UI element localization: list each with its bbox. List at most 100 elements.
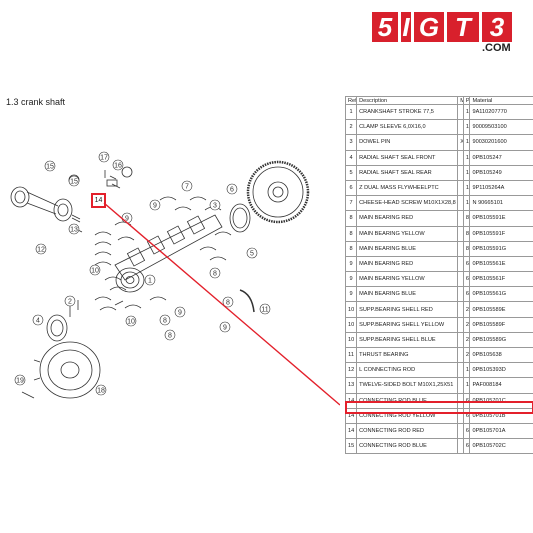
- callout-13: 13: [70, 227, 78, 234]
- logo-letter-t: T: [447, 12, 479, 42]
- cell-ref: 10: [344, 331, 358, 349]
- pulley-illustration: [33, 341, 101, 399]
- callout-10b: 10: [127, 319, 135, 326]
- cell-material: 0PB105638: [469, 346, 533, 364]
- crankshaft-illustration: [114, 214, 223, 293]
- cell-pc: 1: [462, 149, 471, 166]
- cell-ref: 8: [344, 240, 358, 257]
- cell-material: 0PB105247: [469, 149, 533, 166]
- callout-12: 12: [37, 247, 45, 254]
- cell-description: DOWEL PIN: [356, 134, 459, 151]
- cell-pc: 1: [462, 179, 471, 197]
- cell-pc: 2: [462, 331, 471, 349]
- callout-15: 15: [70, 179, 78, 186]
- cell-material: 0PB105589F: [469, 316, 533, 333]
- highlighted-callout[interactable]: 14: [91, 193, 106, 208]
- cell-description: MAIN BEARING BLUE: [356, 286, 459, 303]
- logo-letter-g: G: [414, 12, 444, 42]
- cell-material: 0PB105561E: [469, 255, 533, 273]
- logo-letter-s: 5: [372, 12, 398, 42]
- cell-description: CONNECTING ROD BLUE: [356, 438, 459, 455]
- brand-logo[interactable]: 5 I G T 3 .COM: [372, 12, 517, 54]
- cell-material: 0PB105701C: [469, 392, 533, 409]
- logo-letter-3: 3: [482, 12, 512, 42]
- cell-material: 0PB105701B: [469, 407, 533, 424]
- cell-material: PAF008184: [469, 377, 533, 394]
- cell-ref: 8: [344, 225, 358, 242]
- logo-domain: .COM: [482, 42, 511, 54]
- cell-ref: 12: [344, 362, 358, 379]
- callout-5: 5: [250, 251, 254, 258]
- cell-description: L CONNECTING ROD: [356, 362, 459, 379]
- cell-description: CRANKSHAFT STROKE 77,5: [356, 103, 459, 121]
- callout-8b: 8: [226, 300, 230, 307]
- cell-ref: 13: [344, 377, 358, 394]
- cell-description: TWELVE-SIDED BOLT M10X1,25X51: [356, 377, 459, 394]
- callout-7: 7: [185, 184, 189, 191]
- cell-description: MAIN BEARING YELLOW: [356, 225, 459, 242]
- cell-ref: 10: [344, 316, 358, 333]
- cell-pc: 12: [462, 377, 471, 394]
- cell-material: 0PB105561G: [469, 286, 533, 303]
- cell-ref: 5: [344, 164, 358, 181]
- cell-ref: 4: [344, 149, 358, 166]
- header-material: Material: [469, 96, 533, 105]
- cell-description: CONNECTING ROD RED: [356, 422, 459, 440]
- cell-description: MAIN BEARING RED: [356, 210, 459, 227]
- cell-pc: 6: [462, 392, 471, 409]
- cell-ref: 2: [344, 119, 358, 136]
- callout-15b: 15: [46, 164, 54, 171]
- callout-8: 8: [168, 333, 172, 340]
- cell-ref: 9: [344, 286, 358, 303]
- cell-pc: 6: [462, 438, 471, 455]
- header-m: M: [457, 96, 464, 105]
- cell-description: MAIN BEARING RED: [356, 255, 459, 273]
- parts-table: Ref. no. Description M Pc Material 1CRAN…: [344, 96, 533, 455]
- cell-description: CHEESE-HEAD SCREW M10X1X28,8: [356, 195, 459, 212]
- cell-ref: 10: [344, 301, 358, 318]
- cell-description: MAIN BEARING BLUE: [356, 240, 459, 257]
- cell-description: CONNECTING ROD BLUE: [356, 392, 459, 409]
- cell-pc: 2: [462, 316, 471, 333]
- cell-pc: 1: [462, 362, 471, 379]
- cell-pc: 6: [462, 271, 471, 288]
- logo-letter-i: I: [401, 12, 411, 42]
- highlighted-callout-label: 14: [94, 197, 103, 204]
- cell-description: RADIAL SHAFT SEAL REAR: [356, 164, 459, 181]
- cell-pc: 6: [462, 255, 471, 273]
- cell-pc: 1: [462, 119, 471, 136]
- cell-pc: 6: [462, 407, 471, 424]
- cell-pc: 1: [462, 164, 471, 181]
- cell-pc: 8: [462, 225, 471, 242]
- cell-ref: 7: [344, 195, 358, 212]
- cell-pc: 1: [462, 103, 471, 121]
- callout-18: 18: [97, 388, 105, 395]
- cell-material: 0PB105561F: [469, 271, 533, 288]
- connecting-rod-illustration: [10, 186, 73, 222]
- cell-pc: 2: [462, 301, 471, 318]
- cell-ref: 11: [344, 346, 358, 364]
